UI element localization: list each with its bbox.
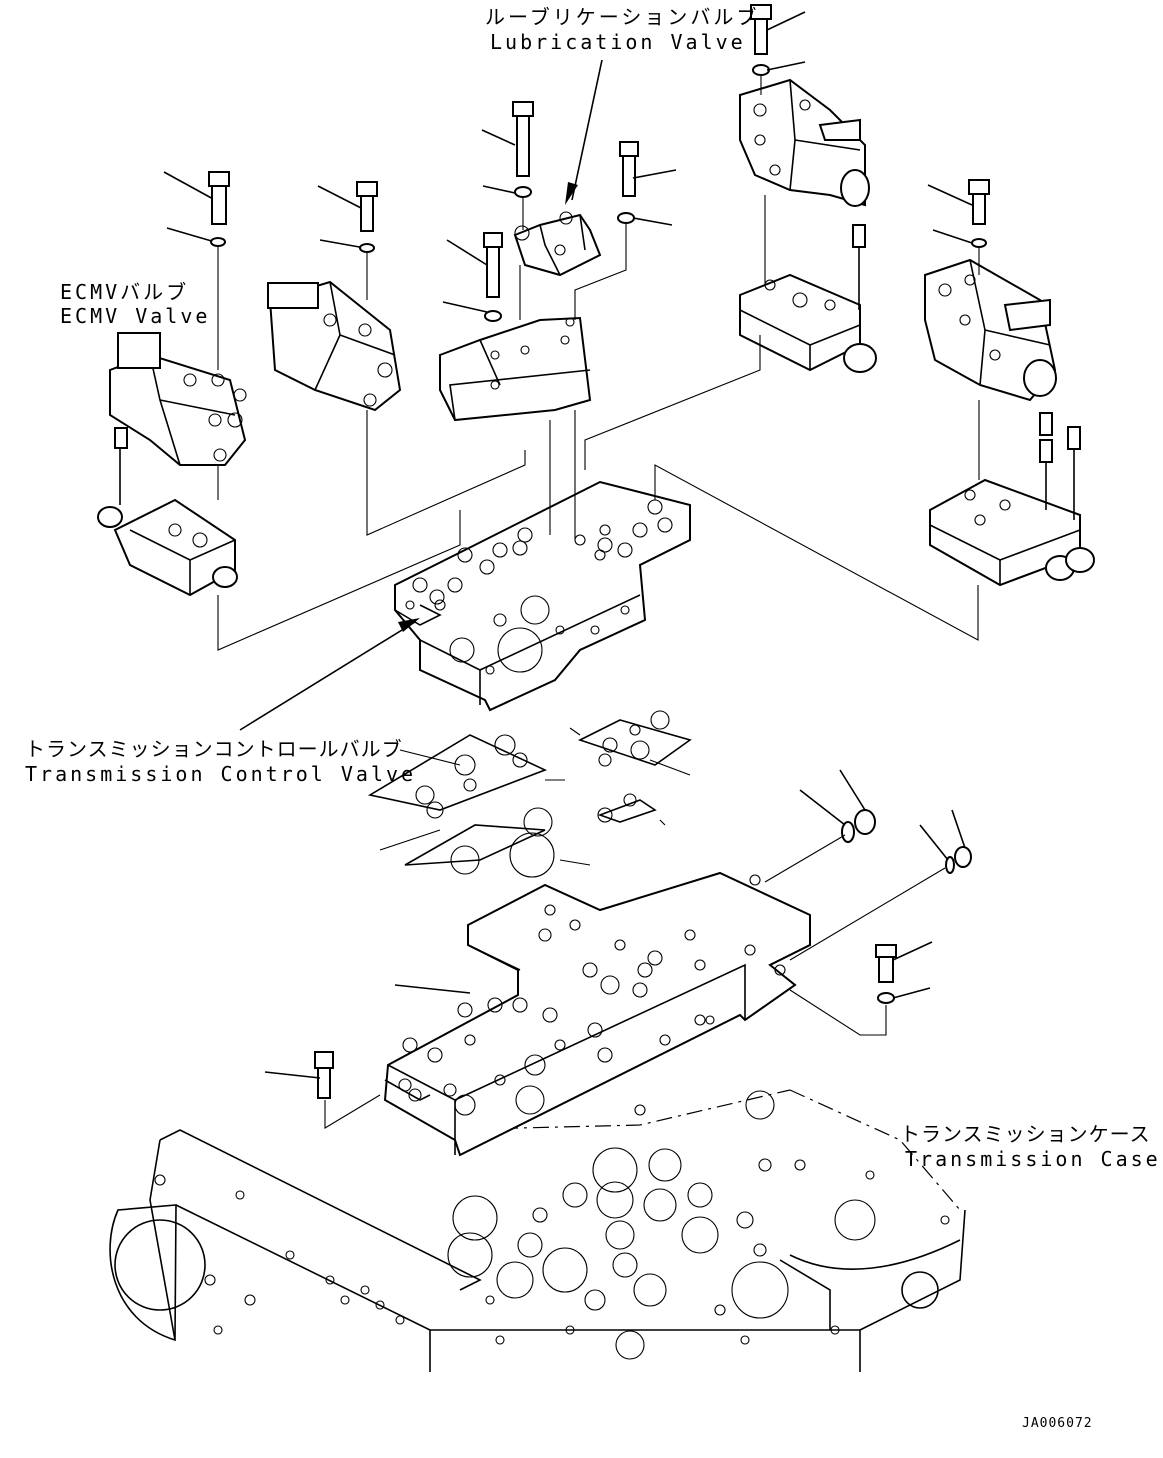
lower-right-bolt (789, 941, 933, 1036)
transmission-control-valve-label-en: Transmission Control Valve (25, 762, 417, 786)
transmission-case (109, 1089, 966, 1372)
transmission-case-label-jp: トランスミッションケース (900, 1122, 1151, 1146)
lubrication-valve (439, 59, 677, 540)
ecmv-valve-top-right (584, 4, 877, 470)
ecmv-valve-right (654, 179, 1095, 641)
lubrication-valve-label-en: Lubrication Valve (490, 30, 746, 54)
ecmv-valve-second (267, 181, 526, 536)
ecmv-valve-left (97, 171, 461, 651)
case-ports (154, 1090, 950, 1360)
lubrication-valve-label-jp: ルーブリケーションバルブ (485, 5, 760, 29)
gasket-plates (367, 710, 692, 878)
transmission-case-label-en: Transmission Case (905, 1147, 1161, 1171)
plugs (764, 769, 972, 961)
lower-left-bolt (264, 1051, 381, 1129)
drawing-number: JA006072 (1022, 1416, 1093, 1431)
leader-lines (239, 618, 471, 994)
ecmv-valve-label-en: ECMV Valve (60, 304, 211, 328)
ecmv-valve-label-jp: ECMVバルブ (60, 280, 190, 304)
control-valve-plate (394, 480, 691, 712)
lower-valve-body (383, 871, 811, 1157)
transmission-control-valve-label-jp: トランスミッションコントロールバルブ (25, 737, 403, 761)
